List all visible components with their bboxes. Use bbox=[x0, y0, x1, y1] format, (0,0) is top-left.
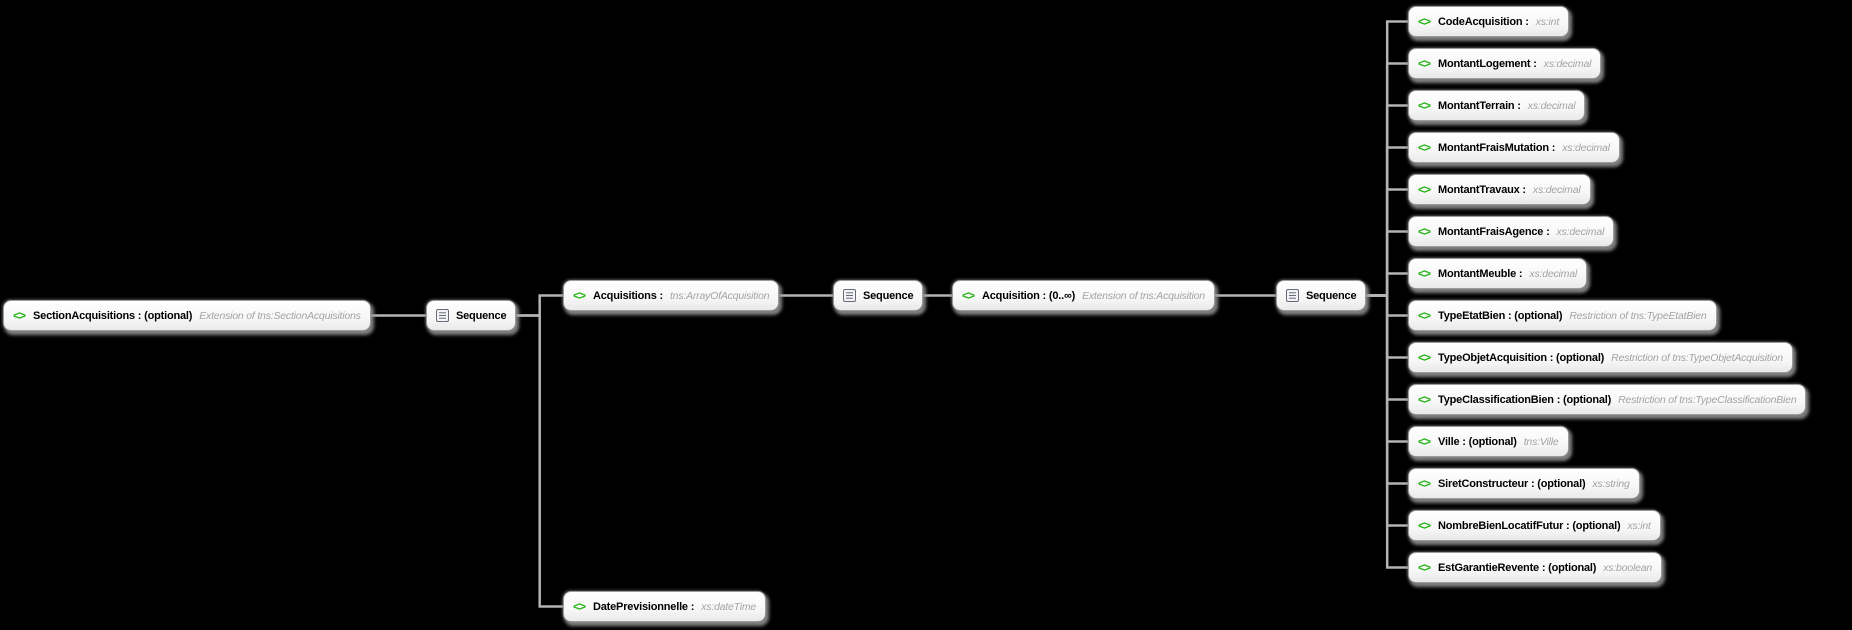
element-node-typeobjetacquisition[interactable]: <> TypeObjetAcquisition : (optional) Res… bbox=[1408, 342, 1793, 373]
element-icon: <> bbox=[1418, 224, 1431, 238]
element-icon: <> bbox=[1418, 98, 1431, 112]
node-type: xs:decimal bbox=[1562, 141, 1610, 154]
element-icon: <> bbox=[1418, 140, 1431, 154]
sequence-node-3[interactable]: Sequence bbox=[1276, 280, 1367, 311]
node-type: xs:string bbox=[1592, 477, 1630, 490]
node-title: Sequence bbox=[456, 309, 507, 322]
element-node-nombrebienlocatiffutur[interactable]: <> NombreBienLocatifFutur : (optional) x… bbox=[1408, 510, 1661, 541]
node-title: Acquisition : (0..∞) bbox=[982, 289, 1076, 302]
sequence-icon bbox=[843, 289, 856, 302]
element-icon: <> bbox=[1418, 392, 1431, 406]
element-node-estgarantierevente[interactable]: <> EstGarantieRevente : (optional) xs:bo… bbox=[1408, 552, 1663, 583]
sequence-icon bbox=[1286, 289, 1299, 302]
node-type: Restriction of tns:TypeObjetAcquisition bbox=[1611, 351, 1783, 364]
element-icon: <> bbox=[1418, 476, 1431, 490]
node-title: TypeClassificationBien : (optional) bbox=[1438, 393, 1612, 406]
element-icon: <> bbox=[1418, 182, 1431, 196]
node-type: xs:decimal bbox=[1532, 183, 1581, 196]
node-type: Extension of tns:Acquisition bbox=[1082, 289, 1205, 302]
element-icon: <> bbox=[1418, 56, 1431, 70]
element-icon: <> bbox=[573, 599, 586, 613]
element-icon: <> bbox=[1418, 434, 1431, 448]
element-node-montantmeuble[interactable]: <> MontantMeuble : xs:decimal bbox=[1408, 258, 1588, 289]
element-node-montanttravaux[interactable]: <> MontantTravaux : xs:decimal bbox=[1408, 174, 1591, 205]
element-node-ville[interactable]: <> Ville : (optional) tns:Ville bbox=[1408, 426, 1569, 457]
node-title: CodeAcquisition : bbox=[1438, 15, 1529, 28]
node-title: Sequence bbox=[1306, 289, 1357, 302]
node-title: NombreBienLocatifFutur : (optional) bbox=[1438, 519, 1621, 532]
node-type: xs:int bbox=[1627, 519, 1651, 532]
element-node-acquisitions[interactable]: <> Acquisitions : tns:ArrayOfAcquisition bbox=[563, 280, 780, 311]
node-title: MontantTravaux : bbox=[1438, 183, 1526, 196]
element-node-siretconstructeur[interactable]: <> SiretConstructeur : (optional) xs:str… bbox=[1408, 468, 1640, 499]
element-node-sectionacquisitions[interactable]: <> SectionAcquisitions : (optional) Exte… bbox=[3, 300, 371, 331]
node-type: xs:decimal bbox=[1543, 57, 1592, 70]
element-icon: <> bbox=[962, 288, 975, 302]
element-icon: <> bbox=[1418, 308, 1431, 322]
element-icon: <> bbox=[13, 308, 26, 322]
node-type: xs:int bbox=[1535, 15, 1560, 28]
node-type: xs:dateTime bbox=[701, 600, 757, 613]
node-type: Restriction of tns:TypeClassificationBie… bbox=[1618, 393, 1797, 406]
node-title: SiretConstructeur : (optional) bbox=[1438, 477, 1586, 490]
element-node-typeetatbien[interactable]: <> TypeEtatBien : (optional) Restriction… bbox=[1408, 300, 1717, 331]
node-type: xs:decimal bbox=[1556, 225, 1605, 238]
node-type: tns:ArrayOfAcquisition bbox=[669, 289, 770, 302]
node-title: Ville : (optional) bbox=[1438, 435, 1517, 448]
element-icon: <> bbox=[1418, 266, 1431, 280]
node-title: TypeObjetAcquisition : (optional) bbox=[1438, 351, 1605, 364]
node-type: Restriction of tns:TypeEtatBien bbox=[1569, 309, 1707, 322]
element-node-dateprevisionnelle[interactable]: <> DatePrevisionnelle : xs:dateTime bbox=[563, 591, 767, 622]
node-title: MontantLogement : bbox=[1438, 57, 1537, 70]
node-title: DatePrevisionnelle : bbox=[593, 600, 695, 613]
element-node-typeclassificationbien[interactable]: <> TypeClassificationBien : (optional) R… bbox=[1408, 384, 1807, 415]
node-title: EstGarantieRevente : (optional) bbox=[1438, 561, 1597, 574]
element-icon: <> bbox=[1418, 350, 1431, 364]
element-icon: <> bbox=[573, 288, 586, 302]
element-node-montantfraismutation[interactable]: <> MontantFraisMutation : xs:decimal bbox=[1408, 132, 1620, 163]
node-title: MontantFraisAgence : bbox=[1438, 225, 1550, 238]
node-title: MontantMeuble : bbox=[1438, 267, 1523, 280]
node-type: xs:boolean bbox=[1603, 561, 1653, 574]
element-node-montantfraisagence[interactable]: <> MontantFraisAgence : xs:decimal bbox=[1408, 216, 1615, 247]
node-title: TypeEtatBien : (optional) bbox=[1438, 309, 1563, 322]
node-title: Acquisitions : bbox=[593, 289, 663, 302]
node-type: xs:decimal bbox=[1527, 99, 1576, 112]
sequence-node-2[interactable]: Sequence bbox=[833, 280, 924, 311]
element-node-acquisition[interactable]: <> Acquisition : (0..∞) Extension of tns… bbox=[952, 280, 1215, 311]
node-title: MontantTerrain : bbox=[1438, 99, 1521, 112]
node-type: tns:Ville bbox=[1523, 435, 1559, 448]
element-icon: <> bbox=[1418, 518, 1431, 532]
element-node-montantterrain[interactable]: <> MontantTerrain : xs:decimal bbox=[1408, 90, 1586, 121]
element-icon: <> bbox=[1418, 14, 1431, 28]
node-type: Extension of tns:SectionAcquisitions bbox=[199, 309, 361, 322]
sequence-node-1[interactable]: Sequence bbox=[426, 300, 517, 331]
node-title: Sequence bbox=[863, 289, 914, 302]
sequence-icon bbox=[436, 309, 449, 322]
node-title: SectionAcquisitions : (optional) bbox=[33, 309, 193, 322]
element-node-montantlogement[interactable]: <> MontantLogement : xs:decimal bbox=[1408, 48, 1602, 79]
node-type: xs:decimal bbox=[1529, 267, 1578, 280]
element-icon: <> bbox=[1418, 560, 1431, 574]
node-title: MontantFraisMutation : bbox=[1438, 141, 1556, 154]
element-node-codeacquisition[interactable]: <> CodeAcquisition : xs:int bbox=[1408, 6, 1570, 37]
